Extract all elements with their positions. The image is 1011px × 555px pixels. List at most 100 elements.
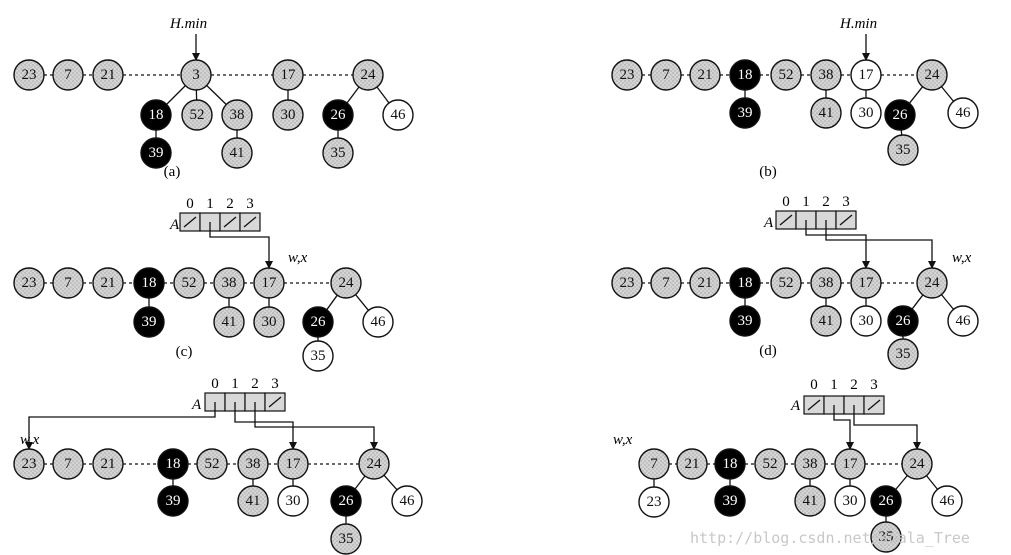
panel-e-node-30: 30 (277, 485, 309, 517)
panel-b-edge-24-46 (940, 86, 955, 102)
panel-b-node-52: 52 (770, 59, 802, 91)
panel-c-edge-24-26 (326, 294, 338, 311)
panel-a-node-circle (181, 99, 213, 131)
panel-f-array-index-0: 0 (810, 377, 818, 393)
panel-f-array-label: A (790, 398, 801, 414)
panel-c-node-23: 23 (13, 267, 45, 299)
panel-b-node-circle (689, 59, 721, 91)
panel-a-node-52: 52 (181, 99, 213, 131)
panel-d-node-circle (916, 267, 948, 299)
panel-a-edge-24-46 (376, 86, 390, 104)
panel-f-node-label: 18 (723, 456, 738, 472)
panel-e-node-label: 38 (246, 456, 261, 472)
panel-b-node-21: 21 (689, 59, 721, 91)
panel-e-node-label: 26 (339, 493, 355, 509)
panel-a-node-label: 26 (331, 107, 347, 123)
panel-d-array-index-1: 1 (802, 194, 810, 210)
panel-d-node-label: 38 (819, 275, 834, 291)
panel-d-node-label: 17 (859, 275, 875, 291)
panel-a-node-circle (140, 137, 172, 169)
panel-d-node-18: 18 (729, 267, 761, 299)
panel-f-node-24: 24 (901, 448, 933, 480)
panel-f-node-23: 23 (638, 486, 670, 518)
panel-c-edge-24-46 (355, 294, 369, 311)
panel-f-node-18: 18 (714, 448, 746, 480)
panel-e-node-18: 18 (157, 448, 189, 480)
panel-c-node-label: 26 (311, 314, 327, 330)
panel-f-node-circle (794, 485, 826, 517)
panel-f-node-7: 7 (638, 448, 670, 480)
panel-e-array-pointer-2 (254, 402, 378, 450)
panel-f-node-circle (676, 448, 708, 480)
panel-f-node-38: 38 (794, 448, 826, 480)
panel-e-array-index-0: 0 (211, 376, 219, 392)
panel-e-node-circle (330, 523, 362, 555)
panel-b-node-circle (650, 59, 682, 91)
panel-d-edge-24-26 (911, 294, 924, 310)
panel-a-node-label: 46 (391, 107, 407, 123)
panel-f-node-26: 26 (870, 485, 902, 517)
panel-e-node-circle (92, 448, 124, 480)
panel-d-node-label: 46 (956, 313, 972, 329)
panel-d-node-7: 7 (650, 267, 682, 299)
panel-f-node-label: 26 (879, 493, 895, 509)
panel-b-node-label: 21 (698, 67, 713, 83)
panel-f-wx-label: w,x (613, 432, 633, 448)
panel-c-node-label: 41 (222, 314, 237, 330)
panel-f-node-circle (638, 448, 670, 480)
panel-d-node-circle (611, 267, 643, 299)
panel-f-node-17: 17 (834, 448, 866, 480)
panel-a-node-41: 41 (221, 137, 253, 169)
panel-b-node-circle (887, 134, 919, 166)
panel-e-node-circle (391, 485, 423, 517)
panel-a-node-label: 18 (149, 107, 164, 123)
panel-f-node-circle (834, 485, 866, 517)
panel-c-node-circle (362, 306, 394, 338)
panel-e-node-circle (277, 448, 309, 480)
panel-b-node-label: 35 (896, 142, 911, 158)
panel-d-node-label: 52 (779, 275, 794, 291)
panel-f-array-index-1: 1 (830, 377, 838, 393)
panel-e-node-41: 41 (237, 485, 269, 517)
panel-e-node-38: 38 (237, 448, 269, 480)
panel-d-node-circle (810, 305, 842, 337)
panel-d-caption: (d) (759, 343, 777, 359)
panel-f-array-nil-slash (807, 399, 821, 411)
panel-a-node-30: 30 (272, 99, 304, 131)
panel-e-node-label: 7 (64, 456, 72, 472)
panel-c-array-nil-slash (243, 216, 257, 228)
panel-a-node-circle (272, 99, 304, 131)
panel-e-node-label: 21 (101, 456, 116, 472)
panel-e-node-21: 21 (92, 448, 124, 480)
panel-d-node-circle (689, 267, 721, 299)
panel-c-node-18: 18 (133, 267, 165, 299)
panel-e-node-23: 23 (13, 448, 45, 480)
panel-a-node-18: 18 (140, 99, 172, 131)
panel-d-array-pointer-1 (805, 220, 870, 269)
panel-f-node-label: 21 (685, 456, 700, 472)
panel-c-node-39: 39 (133, 306, 165, 338)
panel-d-node-circle (887, 338, 919, 370)
panel-e-edge-24-26 (354, 475, 366, 490)
panel-b-hmin-label: H.min (839, 16, 877, 32)
panel-d-node-circle (850, 267, 882, 299)
panel-e-edge-24-46 (383, 474, 398, 491)
panel-e-array-index-3: 3 (271, 376, 279, 392)
panel-a-node-24: 24 (352, 59, 384, 91)
panel-f-node-circle (714, 448, 746, 480)
panel-a-node-46: 46 (382, 99, 414, 131)
panel-e-array-label: A (191, 397, 202, 413)
panel-c-node-30: 30 (253, 306, 285, 338)
watermark: http://blog.csdn.net/Koala_Tree (690, 529, 970, 547)
panel-b-node-label: 38 (819, 67, 834, 83)
panel-a-node-circle (180, 59, 212, 91)
panel-c-node-41: 41 (213, 306, 245, 338)
panel-a-node-label: 7 (64, 67, 72, 83)
panel-a-edge-3-18 (166, 85, 186, 105)
panel-a-node-23: 23 (13, 59, 45, 91)
panel-b-node-label: 41 (819, 105, 834, 121)
panel-e-array-nil-slash (268, 396, 282, 408)
panel-f-edge-24-46 (925, 475, 939, 490)
panel-c-node-circle (13, 267, 45, 299)
